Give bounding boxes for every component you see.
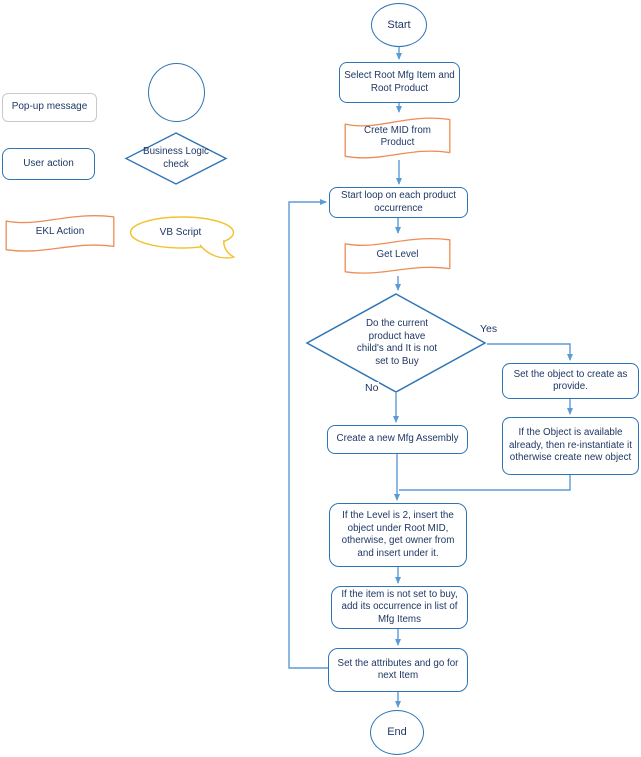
set-attributes-step: Set the attributes and go for next Item (328, 648, 468, 692)
create-assembly-step: Create a new Mfg Assembly (327, 425, 468, 454)
get-level-wave-shape (344, 237, 451, 274)
legend-vb-script-callout (129, 216, 235, 259)
create-mid-wave-shape (344, 117, 451, 159)
set-attributes-label: Set the attributes and go for next Item (337, 657, 459, 682)
if-item-step: If the item is not set to buy, add its o… (331, 586, 468, 629)
select-root-label: Select Root Mfg Item and Root Product (344, 70, 455, 94)
start-terminal: Start (371, 3, 427, 47)
select-root-step: Select Root Mfg Item and Root Product (339, 62, 460, 103)
start-label: Start (387, 18, 411, 31)
if-level-step: If the Level is 2, insert the object und… (329, 503, 467, 567)
end-label: End (387, 726, 407, 739)
start-loop-step: Start loop on each product occurrence (329, 187, 468, 218)
end-terminal: End (370, 710, 424, 755)
if-level-label: If the Level is 2, insert the object und… (341, 510, 455, 559)
if-object-label: If the Object is available already, then… (509, 427, 632, 464)
legend-user-action-label: User action (23, 157, 74, 169)
create-assembly-label: Create a new Mfg Assembly (336, 433, 459, 445)
legend-ekl-wave-shape (5, 215, 115, 252)
decision-diamond (305, 293, 487, 393)
start-loop-label: Start loop on each product occurrence (341, 190, 456, 214)
if-object-step: If the Object is available already, then… (502, 417, 639, 475)
legend-popup-label: Pop-up message (11, 101, 88, 113)
no-branch-label: No (364, 382, 380, 394)
legend-popup-message: Pop-up message (2, 93, 97, 122)
legend-user-action: User action (2, 148, 95, 180)
yes-branch-label: Yes (479, 323, 499, 335)
set-object-step: Set the object to create as provide. (502, 363, 639, 399)
legend-decision-diamond (124, 132, 228, 185)
if-item-label: If the item is not set to buy, add its o… (341, 588, 458, 625)
set-object-label: Set the object to create as provide. (513, 368, 628, 393)
legend-terminal-circle (148, 63, 205, 122)
